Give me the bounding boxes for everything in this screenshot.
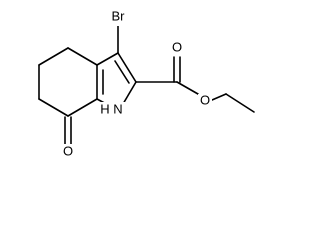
br-label-bg (106, 10, 130, 26)
bromine-label: Br (112, 8, 126, 23)
bond-oester-ch2 (211, 93, 227, 101)
bond-c7-c7a (67, 98, 98, 117)
bond-c3-c2 (117, 52, 137, 83)
nh-label-bg (98, 102, 128, 118)
bond-c2-n1 (122, 81, 137, 105)
bond-c3a-c3 (96, 52, 119, 66)
ketone-oxygen-label: O (63, 143, 73, 158)
chemical-structure: Br H N O O O (38, 8, 255, 160)
bond-c3-c2-inner (114, 60, 130, 84)
ester-o-label-bg (198, 94, 212, 110)
bonds (38, 25, 255, 145)
nitrogen-h-label: H (100, 101, 109, 116)
carbonyl-oxygen-label: O (172, 39, 182, 54)
bond-c4-c5 (38, 47, 69, 66)
ester-oxygen-label: O (200, 92, 210, 107)
bond-c6-c7 (38, 98, 69, 117)
nitrogen-label: N (113, 101, 122, 116)
bond-carbonyl-oester (176, 81, 199, 95)
bond-c3a-c4 (67, 47, 98, 66)
ketone-o-label-bg (61, 144, 75, 160)
bond-ch2-ch3 (225, 93, 255, 113)
atom-labels: Br H N O O O (61, 8, 212, 160)
carbonyl-o-label-bg (170, 40, 184, 56)
